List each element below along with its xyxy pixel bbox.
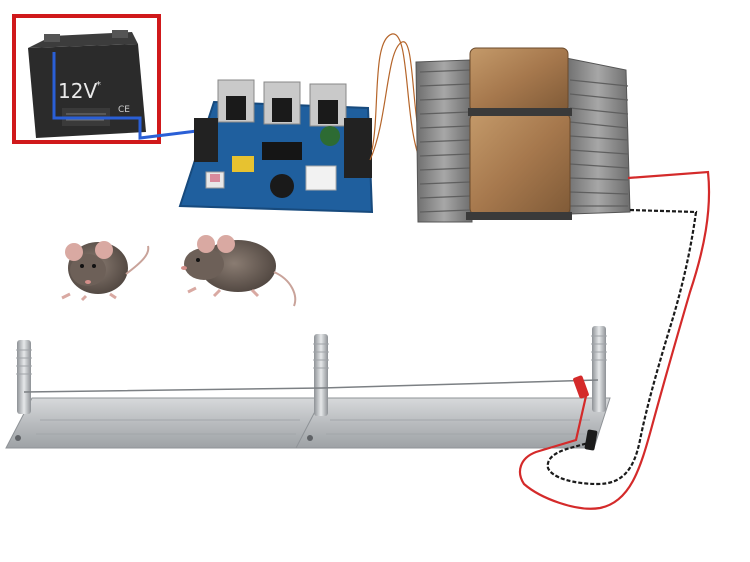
secondary-coil [469, 111, 571, 217]
hv-wire [23, 379, 599, 393]
input-terminal-block [194, 118, 218, 162]
mosfet-1 [226, 96, 246, 120]
primary-wire [371, 33, 421, 161]
rat-head [184, 248, 224, 280]
battery-voltage-label: 12V [58, 79, 97, 103]
rat-tail [273, 271, 297, 307]
black-lead [546, 208, 698, 486]
power-resistor [305, 165, 337, 191]
rat-eye [92, 264, 96, 268]
rat-tail [125, 245, 150, 275]
insulator-post-right [591, 326, 607, 412]
rat-left [61, 241, 150, 302]
rat-ear [65, 243, 83, 261]
electrode-plate-left [5, 397, 327, 449]
plate [5, 397, 327, 449]
insulator-post-middle [313, 334, 329, 416]
rat-nose [181, 266, 187, 270]
primary-coil [469, 47, 569, 113]
battery-highlight-frame [12, 14, 161, 144]
core-laminations [419, 69, 471, 213]
battery-terminal-left [44, 34, 60, 42]
ic-chip [262, 142, 302, 160]
circuit-board [178, 79, 374, 214]
alligator-clip-black [584, 429, 598, 451]
plate [295, 397, 611, 449]
rat-eye [196, 258, 200, 262]
rat-ear [217, 235, 235, 253]
battery-body [28, 44, 146, 138]
battery-ce-mark: CE [118, 105, 130, 115]
electrode-plate-right [295, 397, 611, 449]
switch-cap [210, 174, 220, 182]
mounting-hole [15, 435, 21, 441]
rat-paws [187, 286, 260, 298]
electrolytic-capacitor [320, 126, 340, 146]
battery-lead-wire [52, 52, 206, 140]
heatsink-3 [309, 83, 347, 127]
insulator-post-left [16, 340, 32, 414]
red-lead [518, 170, 711, 510]
output-terminal-block [344, 118, 372, 178]
rat-right [181, 235, 297, 307]
battery: 12V * CE [12, 14, 161, 144]
transformer [415, 47, 631, 223]
rat-ear [197, 235, 215, 253]
rat-ear [95, 241, 113, 259]
rat-body [200, 240, 276, 292]
mounting-hole [307, 435, 313, 441]
alligator-clip-red [573, 375, 589, 399]
buzzer [270, 174, 294, 198]
core-laminations [569, 79, 629, 207]
capacitor-yellow [232, 156, 254, 172]
battery-terminal-right [112, 30, 128, 38]
coil-bobbin-edge [468, 108, 572, 116]
rat-nose [85, 280, 91, 284]
battery-voltage-mark: * [96, 80, 101, 91]
coil-bobbin-edge [466, 212, 572, 220]
rat-paws [61, 292, 117, 302]
rat-eye [80, 264, 84, 268]
mosfet-3 [318, 100, 338, 124]
rat-head [70, 254, 106, 286]
mosfet-2 [272, 98, 292, 122]
